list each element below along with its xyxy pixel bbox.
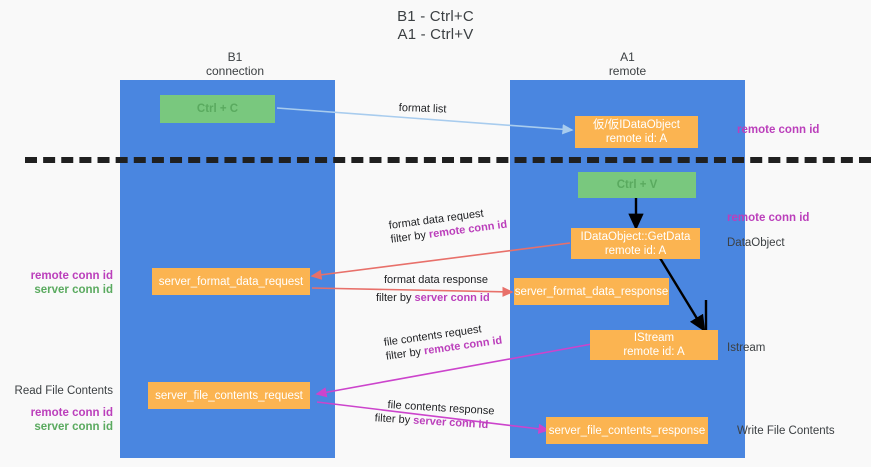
node-idataobject-sub: remote id: A	[605, 133, 668, 145]
annotation-left-server-conn: server conn id	[34, 284, 113, 296]
edge-label-format-data-response: format data response filter by server co…	[376, 273, 490, 305]
node-ctrl-v-label: Ctrl + V	[616, 179, 658, 191]
node-istream-label: IStream	[633, 332, 675, 344]
edge-label-format-data-request: format data request filter by remote con…	[388, 204, 508, 247]
node-idataobject[interactable]: 仮/仮IDataObject remote id: A	[575, 116, 698, 148]
section-divider	[25, 157, 871, 163]
node-server-file-contents-request-label: server_file_contents_request	[155, 389, 303, 402]
edge-label-fcres-prefix: filter by	[374, 412, 414, 427]
node-getdata[interactable]: IDataObject::GetData remote id: A	[571, 228, 700, 259]
node-idataobject-label: 仮/仮IDataObject	[593, 119, 680, 131]
annotation-read-file-contents: Read File Contents	[14, 385, 113, 397]
node-server-file-contents-request[interactable]: server_file_contents_request	[148, 382, 310, 409]
column-header-b1: B1 connection	[120, 50, 350, 78]
annotation-istream: Istream	[727, 342, 766, 354]
edge-label-format-data-response-l1: format data response	[384, 274, 488, 286]
column-header-a1-role: remote	[608, 64, 647, 78]
annotation-left-remote-conn: remote conn id	[30, 270, 113, 282]
page-title-line2: A1 - Ctrl+V	[397, 26, 474, 43]
edge-label-file-contents-response: file contents response filter by server …	[374, 398, 495, 432]
annotation-right-mid-conn: remote conn id	[727, 212, 810, 224]
annotation-left2-server-conn: server conn id	[34, 421, 113, 433]
node-server-file-contents-response-label: server_file_contents_response	[548, 424, 706, 437]
node-server-format-data-request-label: server_format_data_request	[158, 275, 304, 288]
edge-label-fdres-prefix: filter by	[376, 292, 415, 304]
node-getdata-sub: remote id: A	[604, 244, 667, 257]
column-header-a1-name: A1	[620, 50, 635, 64]
node-istream[interactable]: IStream remote id: A	[590, 330, 718, 360]
edge-label-fcres-key: server conn id	[412, 414, 489, 432]
column-header-b1-name: B1	[227, 50, 243, 64]
node-ctrl-c[interactable]: Ctrl + C	[160, 95, 275, 123]
node-server-format-data-response[interactable]: server_format_data_response	[514, 278, 669, 305]
edge-label-fdres-key: server conn id	[414, 292, 490, 304]
annotation-right-top-conn: remote conn id	[737, 124, 820, 136]
column-header-b1-role: connection	[205, 64, 265, 78]
annotation-left2-remote-conn: remote conn id	[30, 407, 113, 419]
node-server-format-data-response-label: server_format_data_response	[514, 285, 669, 298]
edge-label-fdreq-prefix: filter by	[389, 228, 430, 246]
node-istream-sub: remote id: A	[623, 346, 685, 358]
edge-label-file-contents-request: file contents request filter by remote c…	[383, 320, 503, 364]
annotation-write-file-contents: Write File Contents	[737, 425, 835, 437]
node-ctrl-v[interactable]: Ctrl + V	[578, 172, 696, 198]
node-ctrl-c-label: Ctrl + C	[196, 103, 239, 115]
node-server-format-data-request[interactable]: server_format_data_request	[152, 268, 310, 295]
edge-label-format-list: format list	[399, 101, 447, 116]
node-server-file-contents-response[interactable]: server_file_contents_response	[546, 417, 708, 444]
page-title-line1: B1 - Ctrl+C	[397, 8, 474, 25]
node-getdata-label: IDataObject::GetData	[580, 230, 691, 243]
edge-label-fcreq-prefix: filter by	[385, 345, 425, 363]
annotation-dataobject: DataObject	[727, 237, 785, 249]
column-header-a1: A1 remote	[510, 50, 745, 78]
edge-label-format-data-response-l2: filter by server conn id	[376, 291, 490, 305]
edge-label-format-list-text: format list	[398, 101, 447, 116]
